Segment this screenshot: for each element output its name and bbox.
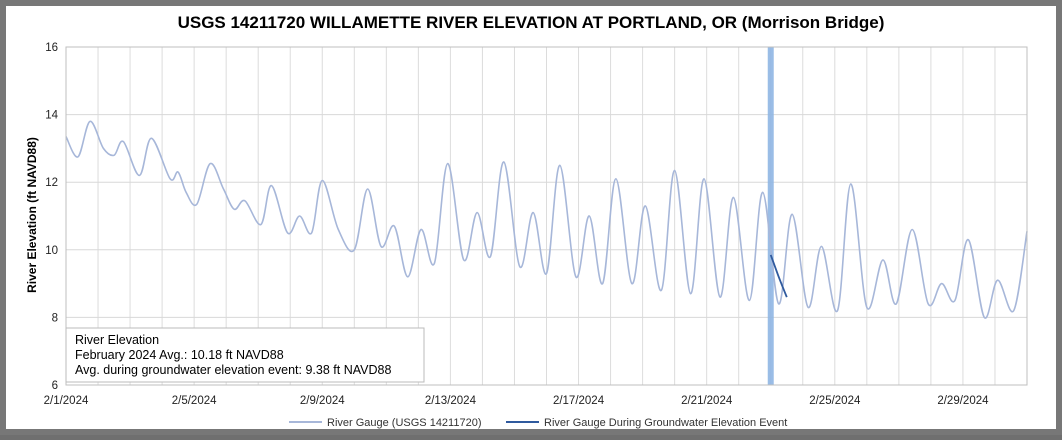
x-tick-label-5: 2/21/2024 xyxy=(681,395,733,407)
series-line-1 xyxy=(769,254,788,298)
legend: River Gauge (USGS 14211720) River Gauge … xyxy=(289,417,787,429)
legend-label-river-gauge: River Gauge (USGS 14211720) xyxy=(327,417,482,429)
y-tick-label-6: 6 xyxy=(52,380,58,392)
x-tick-label-6: 2/25/2024 xyxy=(809,395,861,407)
axis-layer: 6 8 10 12 14 16 2/1/2024 2/5/2024 2/9/2024 2/13/2… xyxy=(44,42,1028,407)
y-tick-label-8: 8 xyxy=(52,312,58,324)
annotation-line-1: River Elevation xyxy=(75,333,159,347)
y-tick-label-12: 12 xyxy=(45,177,58,189)
plot-area-border xyxy=(65,46,1028,386)
annotation-background xyxy=(65,327,425,383)
series-layer xyxy=(65,120,1028,319)
y-axis-label: River Elevation (ft NAVD88) xyxy=(25,137,39,293)
event-band xyxy=(767,47,774,385)
y-tick-label-10: 10 xyxy=(45,245,58,257)
event-band-layer xyxy=(767,47,774,385)
y-tick-label-14: 14 xyxy=(45,110,58,122)
x-tick-label-4: 2/17/2024 xyxy=(553,395,605,407)
y-tick-label-16: 16 xyxy=(45,42,58,54)
x-tick-label-3: 2/13/2024 xyxy=(425,395,477,407)
x-tick-label-1: 2/5/2024 xyxy=(172,395,217,407)
annotation-box: River Elevation February 2024 Avg.: 10.1… xyxy=(65,327,425,383)
series-line-0 xyxy=(65,120,1028,319)
x-tick-label-7: 2/29/2024 xyxy=(937,395,989,407)
chart-title: USGS 14211720 WILLAMETTE RIVER ELEVATION… xyxy=(178,13,885,32)
legend-label-event-gauge: River Gauge During Groundwater Elevation… xyxy=(544,417,787,429)
annotation-line-2: February 2024 Avg.: 10.18 ft NAVD88 xyxy=(75,348,284,362)
x-tick-label-2: 2/9/2024 xyxy=(300,395,345,407)
x-tick-label-0: 2/1/2024 xyxy=(44,395,89,407)
annotation-line-3: Avg. during groundwater elevation event:… xyxy=(75,363,391,377)
